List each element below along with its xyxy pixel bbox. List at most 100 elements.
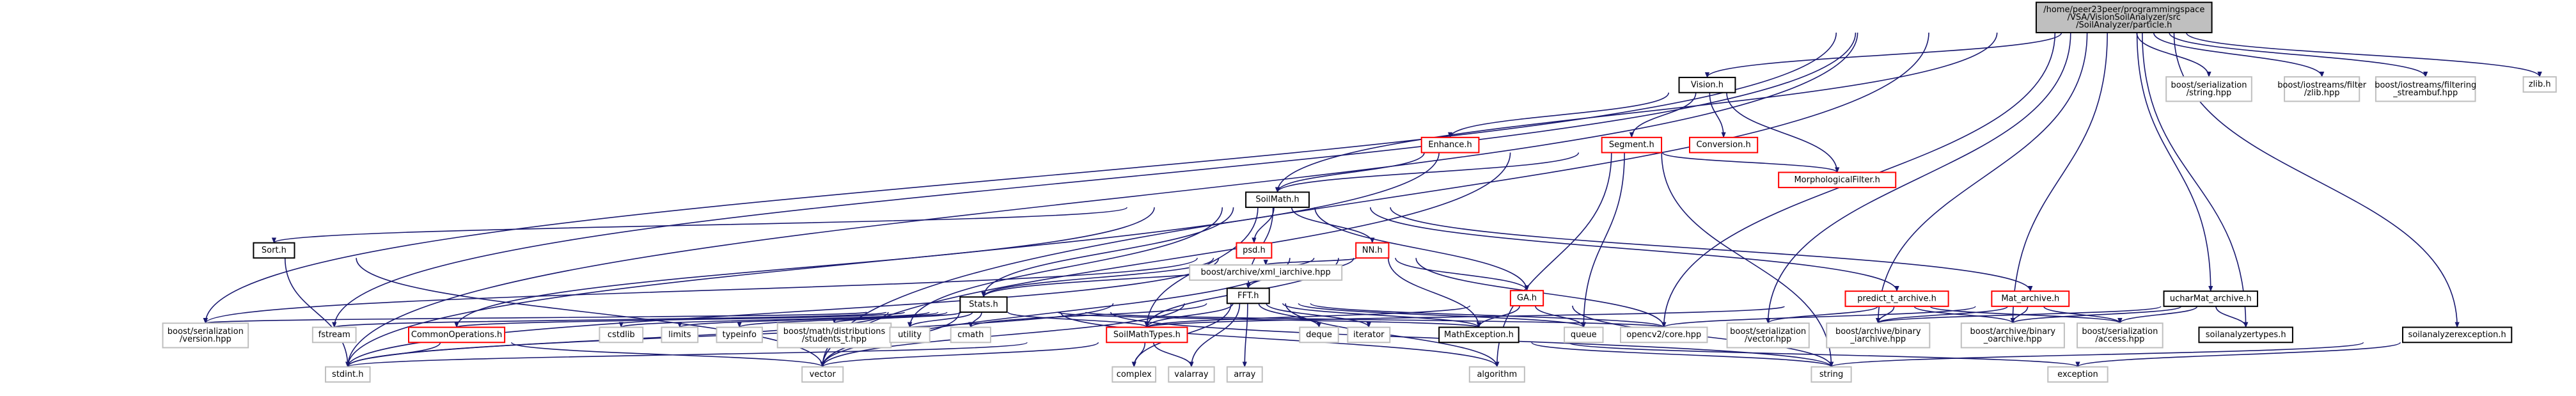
node-vision[interactable]: Vision.h	[1678, 77, 1736, 93]
node-label: predict_t_archive.h	[1857, 294, 1936, 303]
node-label: /access.hpp	[2095, 335, 2144, 344]
edge-mat-to-biarchive	[1876, 306, 2008, 324]
node-nn[interactable]: NN.h	[1355, 242, 1390, 259]
node-stats[interactable]: Stats.h	[959, 296, 1008, 313]
node-sort[interactable]: Sort.h	[253, 242, 295, 259]
node-soilexc[interactable]: soilanalyzerexception.h	[2402, 326, 2513, 344]
node-label: exception	[2057, 370, 2098, 379]
edge	[1704, 32, 2062, 78]
edge-nn-to-xmliarchive	[1263, 257, 1357, 266]
node-zlib: boost/iostreams/filter/zlib.hpp	[2277, 76, 2367, 102]
node-array: array	[1226, 366, 1263, 383]
edge	[1661, 152, 1834, 368]
node-soilmath[interactable]: SoilMath.h	[1245, 191, 1310, 209]
edge-ucharmat-to-biarchive	[1876, 306, 2162, 324]
node-commonops[interactable]: CommonOperations.h	[407, 326, 506, 344]
node-label: Sort.h	[262, 246, 287, 255]
edge-soilmath-to-stats	[981, 207, 1234, 298]
edge-vision-to-conversion	[1709, 92, 1726, 138]
node-enhance[interactable]: Enhance.h	[1420, 136, 1480, 154]
node-algorithm: algorithm	[1468, 366, 1525, 383]
node-label: Stats.h	[969, 300, 998, 310]
node-label: Conversion.h	[1696, 140, 1750, 150]
node-box	[1168, 366, 1215, 383]
node-root[interactable]: /home/peer23peer/programmingspace/VSA/Vi…	[2035, 1, 2213, 33]
node-ucharmat[interactable]: ucharMat_archive.h	[2163, 290, 2258, 307]
edge	[203, 32, 1837, 324]
node-box	[1826, 322, 1931, 349]
edge	[820, 303, 1185, 368]
edge	[1766, 306, 1878, 324]
node-studentt: boost/math/distributions/students_t.hpp	[776, 322, 892, 349]
edge	[1275, 32, 1998, 193]
node-streambuf: boost/iostreams/filtering_streambuf.hpp	[2375, 76, 2476, 102]
edge	[1085, 312, 1666, 328]
edge	[1388, 258, 1482, 328]
edge	[511, 342, 825, 368]
edge-stats-to-cstdlib	[619, 312, 930, 328]
node-box	[1601, 136, 1663, 154]
node-label: complex	[1117, 370, 1152, 379]
node-label: _streambuf.hpp	[2392, 88, 2458, 98]
edge	[454, 207, 1155, 328]
edge	[1007, 312, 1149, 328]
node-box	[1438, 326, 1520, 344]
edge-vision-to-morph	[1726, 92, 1840, 173]
edge-fft-to-opencv	[1310, 303, 1667, 328]
edge	[1189, 303, 1241, 368]
edge-root-to-zlib	[2153, 32, 2325, 78]
node-mathexc[interactable]: MathException.h	[1438, 326, 1520, 344]
edge	[1282, 303, 1481, 328]
edge	[1726, 92, 1840, 173]
edge-ucharmat-to-soiltypes	[2215, 306, 2249, 328]
edge	[1145, 305, 1471, 328]
edge-predict-to-boarchive	[1913, 306, 2015, 324]
edge-soilmathtypes-to-valarray	[1153, 342, 1194, 368]
edge	[203, 312, 868, 324]
node-label: /zlib.hpp	[2304, 88, 2340, 98]
node-typeinfo: typeinfo	[716, 326, 763, 344]
node-morph[interactable]: MorphologicalFilter.h	[1778, 171, 1897, 189]
edge-root-to-ucharmat	[2136, 32, 2213, 292]
edge-soilmathtypes-to-complex	[1131, 342, 1146, 368]
node-psd[interactable]: psd.h	[1236, 242, 1273, 259]
node-baccess: boost/serialization/access.hpp	[2077, 322, 2164, 349]
node-conversion[interactable]: Conversion.h	[1689, 136, 1759, 154]
node-segment[interactable]: Segment.h	[1601, 136, 1663, 154]
edge-root-to-stdint	[345, 32, 1858, 368]
node-label: boost/serialization	[2082, 327, 2158, 337]
edge	[345, 342, 441, 368]
edge	[345, 258, 1220, 368]
edge-stats-to-cmath	[968, 312, 982, 328]
edge	[332, 32, 1857, 328]
node-label: /SoilAnalyzer/particle.h	[2076, 20, 2172, 30]
edge	[1258, 303, 1322, 328]
node-predict[interactable]: predict_t_archive.h	[1844, 290, 1949, 307]
node-box	[1299, 326, 1339, 344]
node-mat[interactable]: Mat_archive.h	[1991, 290, 2070, 307]
edge	[1661, 306, 1976, 328]
node-soilmathtypes[interactable]: SoilMathTypes.h	[1106, 326, 1188, 344]
edge-ucharmat-to-baccess	[2117, 306, 2198, 324]
node-label: GA.h	[1517, 294, 1537, 303]
node-box	[2522, 76, 2557, 93]
edge-nn-to-mathexc	[1388, 258, 1482, 328]
node-layer: /home/peer23peer/programmingspace/VSA/Vi…	[162, 1, 2557, 383]
node-box	[1189, 264, 1343, 281]
node-complex: complex	[1111, 366, 1157, 383]
edge	[981, 207, 1234, 298]
edge-stats-to-limits	[677, 312, 939, 328]
edge-enhance-to-soilmath	[1275, 152, 1425, 193]
node-label: boost/archive/binary	[1970, 327, 2056, 337]
node-label: /home/peer23peer/programmingspace	[2043, 5, 2204, 15]
node-label: Enhance.h	[1428, 140, 1472, 150]
node-fft[interactable]: FFT.h	[1226, 287, 1270, 305]
node-label: valarray	[1174, 370, 1209, 379]
node-queue: queue	[1564, 326, 1604, 344]
node-label: /version.hpp	[180, 335, 232, 344]
node-ga[interactable]: GA.h	[1509, 290, 1544, 306]
edge	[1242, 303, 1248, 368]
node-soiltypes[interactable]: soilanalyzertypes.h	[2198, 326, 2293, 344]
node-box	[1347, 326, 1391, 344]
